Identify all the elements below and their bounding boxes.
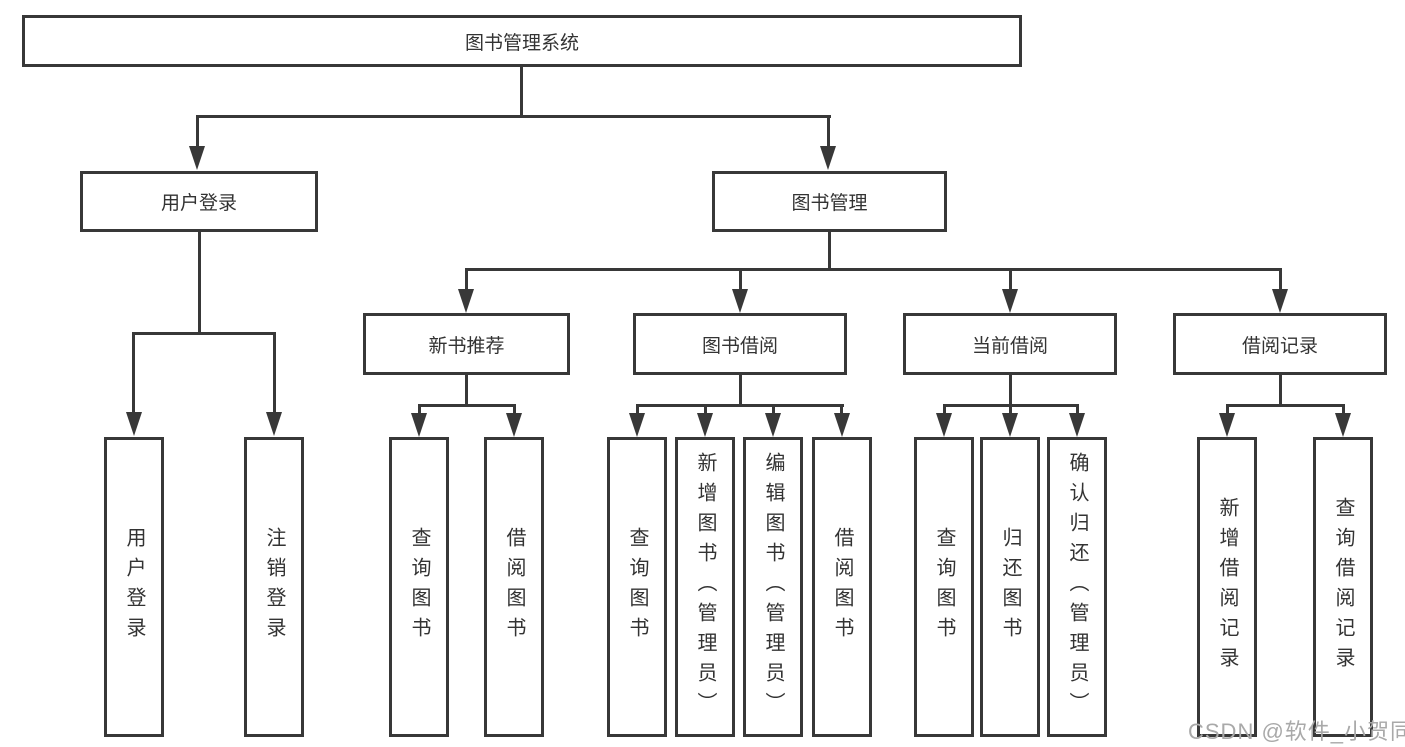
arrow-down-icon <box>820 146 836 170</box>
connector-vertical-line <box>772 404 775 414</box>
node-label: 用户登录 <box>160 193 237 214</box>
leaf-label: 用户登录 <box>123 527 145 647</box>
leaf-query-borrow-record: 查询借阅记录 <box>1313 437 1373 737</box>
connector-vertical-line <box>1342 404 1345 414</box>
connector-vertical-line <box>828 232 831 270</box>
connector-vertical-line <box>465 375 468 406</box>
arrow-down-icon <box>834 413 850 437</box>
leaf-label: 新增借阅记录 <box>1216 497 1238 677</box>
arrow-down-icon <box>458 289 474 313</box>
arrow-down-icon <box>936 413 952 437</box>
arrow-down-icon <box>1069 413 1085 437</box>
leaf-add-book-admin: 新增图书（管理员） <box>675 437 735 737</box>
connector-vertical-line <box>132 332 135 413</box>
arrow-down-icon <box>1002 289 1018 313</box>
node-label: 借阅记录 <box>1241 335 1318 357</box>
connector-vertical-line <box>418 404 421 414</box>
leaf-add-borrow-record: 新增借阅记录 <box>1197 437 1257 737</box>
leaf-label: 注销登录 <box>263 527 285 647</box>
leaf-query-book: 查询图书 <box>389 437 449 737</box>
connector-vertical-line <box>704 404 707 414</box>
leaf-label: 查询借阅记录 <box>1332 497 1354 677</box>
arrow-down-icon <box>506 413 522 437</box>
leaf-query-book: 查询图书 <box>914 437 974 737</box>
leaf-label: 新增图书（管理员） <box>694 452 716 722</box>
connector-vertical-line <box>520 67 523 117</box>
arrow-down-icon <box>189 146 205 170</box>
connector-vertical-line <box>1279 375 1282 406</box>
connector-horizontal-line <box>132 332 276 335</box>
connector-horizontal-line <box>636 404 844 407</box>
node-label: 图书管理系统 <box>464 32 579 54</box>
arrow-down-icon <box>1272 289 1288 313</box>
arrow-down-icon <box>126 412 142 436</box>
connector-vertical-line <box>1009 268 1012 290</box>
connector-vertical-line <box>943 404 946 414</box>
leaf-edit-book-admin: 编辑图书（管理员） <box>743 437 803 737</box>
connector-horizontal-line <box>1226 404 1345 407</box>
connector-horizontal-line <box>418 404 516 407</box>
leaf-label: 查询图书 <box>933 527 955 647</box>
node-label: 图书管理 <box>791 193 868 214</box>
arrow-down-icon <box>765 413 781 437</box>
arrow-down-icon <box>1002 413 1018 437</box>
leaf-user-login: 用户登录 <box>104 437 164 737</box>
connector-vertical-line <box>840 404 843 414</box>
leaf-confirm-return-admin: 确认归还（管理员） <box>1047 437 1107 737</box>
connector-vertical-line <box>1009 375 1012 406</box>
connector-vertical-line <box>1226 404 1229 414</box>
node-label: 当前借阅 <box>971 335 1048 357</box>
leaf-label: 查询图书 <box>408 527 430 647</box>
node-library-management-system: 图书管理系统 <box>22 15 1022 67</box>
connector-horizontal-line <box>465 268 1281 271</box>
leaf-borrow-book: 借阅图书 <box>484 437 544 737</box>
node-user-login: 用户登录 <box>80 171 318 232</box>
leaf-label: 查询图书 <box>626 527 648 647</box>
leaf-label: 借阅图书 <box>503 527 525 647</box>
node-current-borrow: 当前借阅 <box>903 313 1117 375</box>
node-book-borrow: 图书借阅 <box>633 313 847 375</box>
connector-vertical-line <box>196 115 199 147</box>
connector-vertical-line <box>513 404 516 414</box>
connector-vertical-line <box>198 232 201 334</box>
connector-vertical-line <box>1279 268 1282 290</box>
leaf-label: 编辑图书（管理员） <box>762 452 784 722</box>
arrow-down-icon <box>1335 413 1351 437</box>
node-new-book-recommend: 新书推荐 <box>363 313 570 375</box>
connector-vertical-line <box>739 375 742 406</box>
connector-vertical-line <box>465 268 468 290</box>
leaf-query-book: 查询图书 <box>607 437 667 737</box>
node-label: 新书推荐 <box>428 335 505 357</box>
arrow-down-icon <box>266 412 282 436</box>
leaf-logout: 注销登录 <box>244 437 304 737</box>
arrow-down-icon <box>629 413 645 437</box>
arrow-down-icon <box>1219 413 1235 437</box>
leaf-label: 借阅图书 <box>831 527 853 647</box>
node-label: 图书借阅 <box>701 335 778 357</box>
arrow-down-icon <box>732 289 748 313</box>
connector-vertical-line <box>739 268 742 290</box>
arrow-down-icon <box>411 413 427 437</box>
connector-vertical-line <box>636 404 639 414</box>
connector-horizontal-line <box>196 115 831 118</box>
leaf-label: 归还图书 <box>999 527 1021 647</box>
leaf-borrow-book: 借阅图书 <box>812 437 872 737</box>
connector-vertical-line <box>1076 404 1079 414</box>
node-book-management: 图书管理 <box>712 171 947 232</box>
arrow-down-icon <box>697 413 713 437</box>
node-borrow-record: 借阅记录 <box>1173 313 1387 375</box>
leaf-label: 确认归还（管理员） <box>1066 452 1088 722</box>
connector-vertical-line <box>827 115 830 147</box>
watermark: CSDN @软件_小贺同学 <box>1188 719 1405 744</box>
leaf-return-book: 归还图书 <box>980 437 1040 737</box>
connector-vertical-line <box>273 332 276 413</box>
connector-vertical-line <box>1009 404 1012 414</box>
